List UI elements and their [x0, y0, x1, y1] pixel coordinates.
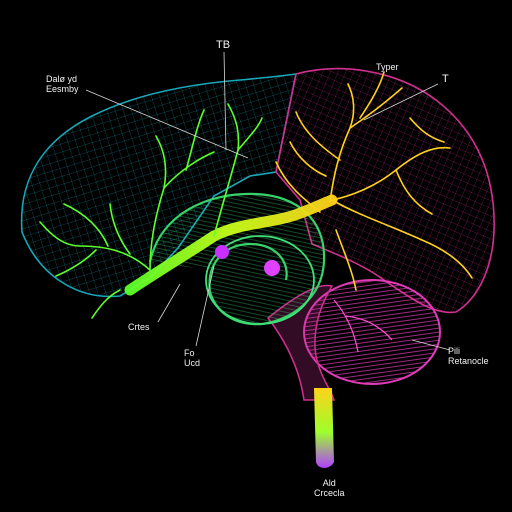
label-left-mid: Crtes	[128, 322, 150, 332]
thalamus	[205, 235, 315, 325]
leader-lines	[85, 51, 451, 351]
label-bottom-line1: Ald	[322, 478, 336, 488]
label-top-left-line1: Dalø yd	[46, 74, 78, 84]
label-bottom: Ald Crcecla	[314, 478, 345, 498]
right-cortex-outline	[275, 67, 495, 314]
label-right: Pili Retanocle	[448, 346, 489, 366]
label-bottom-line2: Crcecla	[314, 488, 345, 498]
brain-stem	[314, 388, 334, 468]
label-top-left-line2: Eesmby	[46, 84, 79, 94]
yellow-nerves	[275, 71, 473, 291]
label-center-line1: Fo	[184, 348, 195, 358]
green-nerves	[39, 103, 263, 319]
core-spot-right	[264, 260, 280, 276]
label-center: Fo Ucd	[184, 348, 200, 368]
label-top-right: Typer	[376, 62, 399, 72]
label-top-right-t: T	[442, 73, 449, 85]
label-right-line2: Retanocle	[448, 356, 489, 366]
label-top-center: TB	[216, 39, 231, 51]
core-spot-left	[215, 245, 229, 259]
label-center-line2: Ucd	[184, 358, 201, 368]
limbic-ring	[148, 192, 326, 326]
left-cortex-outline	[20, 73, 298, 298]
magenta-nerves	[333, 299, 393, 353]
label-top-left: Dalø yd Eesmby	[46, 74, 79, 94]
label-right-line1: Pili	[448, 346, 461, 356]
cerebellum	[303, 279, 441, 385]
